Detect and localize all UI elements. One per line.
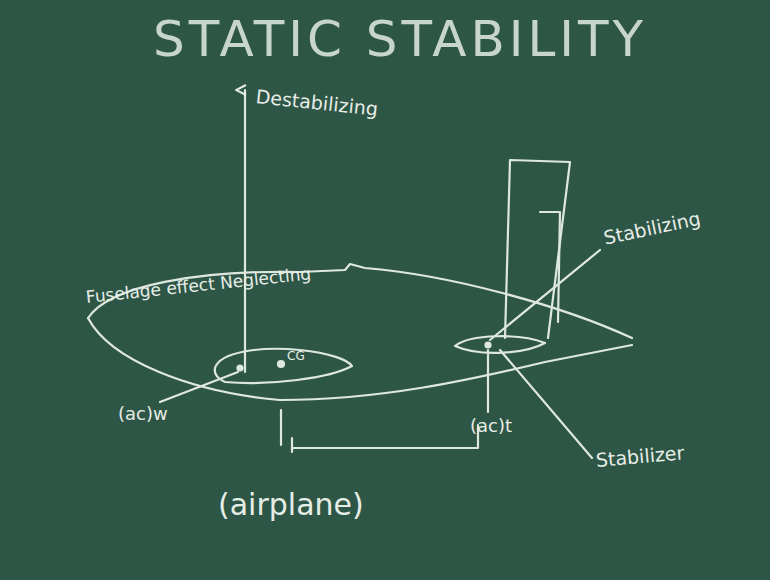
leader-line: [160, 372, 238, 402]
annotation: Stabilizing: [602, 208, 703, 249]
rudder: [540, 212, 560, 322]
wing-airfoil: [215, 349, 352, 383]
dimension-bracket: [281, 410, 478, 452]
title: STATIC STABILITY: [153, 12, 647, 67]
ac-dot: [486, 343, 491, 348]
ac-dot: [238, 366, 243, 371]
point-label: CG: [287, 350, 305, 363]
part-label: Stabilizer: [595, 442, 685, 471]
point-label: (ac)w: [118, 404, 168, 424]
leader-line: [487, 350, 489, 412]
cg-dot: [278, 361, 284, 367]
vertical-fin: [505, 160, 570, 338]
leader-line: [490, 250, 600, 340]
fuselage-outline: [88, 318, 632, 400]
annotation: Destabilizing: [255, 86, 379, 120]
force-arrow: [244, 90, 246, 372]
leader-line: [500, 350, 592, 458]
annotation: Fuselage effect Neglecting: [85, 264, 312, 306]
point-label: (ac)t: [470, 416, 512, 436]
annotation: (airplane): [218, 488, 364, 521]
